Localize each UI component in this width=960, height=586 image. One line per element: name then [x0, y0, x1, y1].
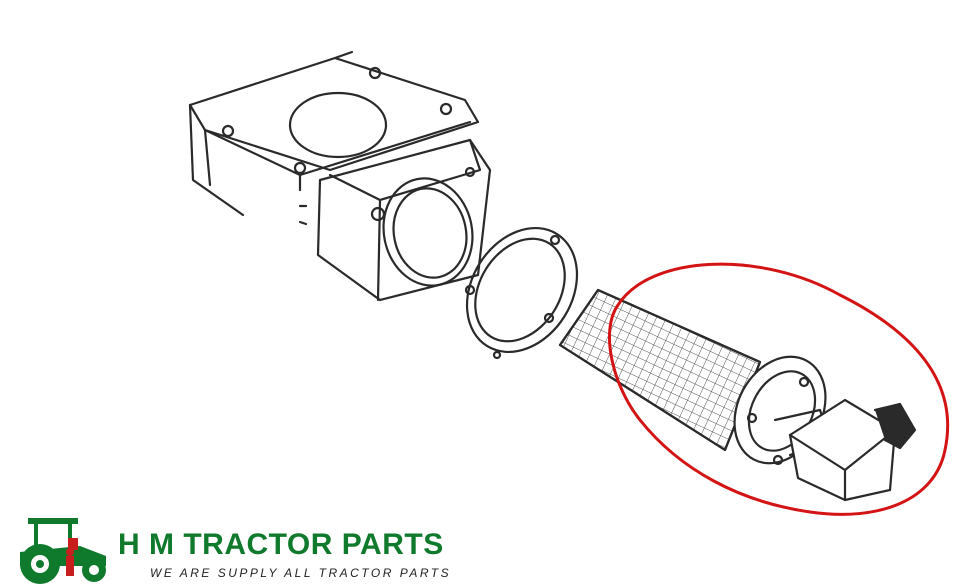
tractor-logo-icon: [20, 518, 106, 584]
gasket: [464, 226, 579, 360]
filter-housing: [188, 50, 492, 302]
screen-filter: [558, 288, 917, 502]
brand-block: H M TRACTOR PARTS WE ARE SUPPLY ALL TRAC…: [10, 512, 449, 584]
brand-name: H M TRACTOR PARTS: [118, 528, 444, 561]
brand-tagline: WE ARE SUPPLY ALL TRACTOR PARTS: [150, 566, 452, 580]
highlight-circle: [607, 262, 950, 516]
